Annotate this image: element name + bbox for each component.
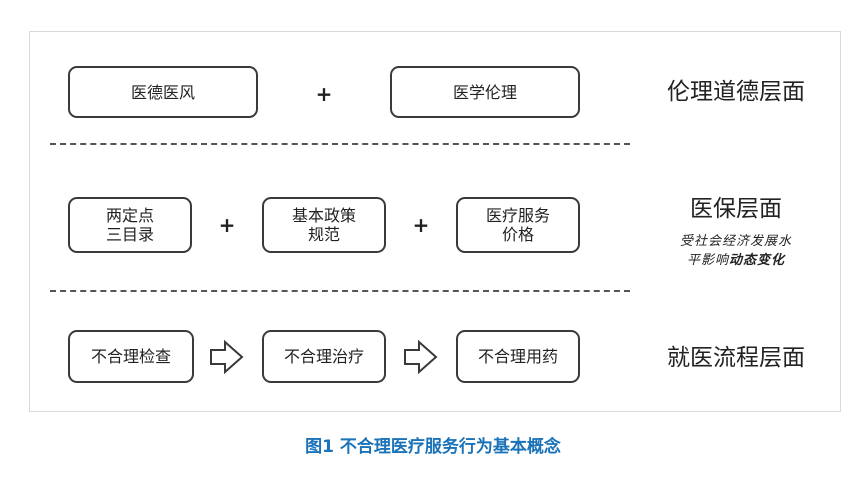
hollow-right-arrow-icon bbox=[210, 339, 244, 375]
box-label: 医德医风 bbox=[130, 82, 195, 102]
box-unreasonable-treatment: 不合理治疗 bbox=[262, 330, 386, 383]
box-label: 医学伦理 bbox=[452, 82, 517, 102]
box-medical-ethics-style: 医德医风 bbox=[68, 66, 258, 118]
box-medical-ethics: 医学伦理 bbox=[390, 66, 580, 118]
box-basic-policy-norms: 基本政策 规范 bbox=[262, 197, 386, 253]
note-line2-normal: 平影响 bbox=[686, 253, 729, 268]
insurance-note: 受社会经济发展水 平影响动态变化 bbox=[648, 232, 824, 270]
layer-label-process: 就医流程层面 bbox=[667, 345, 805, 371]
figure-caption: 图1 不合理医疗服务行为基本概念 bbox=[305, 437, 561, 457]
box-unreasonable-examination: 不合理检查 bbox=[68, 330, 194, 383]
box-label: 不合理治疗 bbox=[283, 347, 364, 366]
box-label-line1: 基本政策 bbox=[291, 206, 356, 225]
divider-dashed-line bbox=[50, 143, 630, 145]
box-label-line2: 规范 bbox=[307, 225, 340, 244]
box-medical-service-price: 医疗服务 价格 bbox=[456, 197, 580, 253]
note-line1: 受社会经济发展水 bbox=[679, 234, 792, 249]
plus-operator: + bbox=[218, 213, 236, 237]
layer-label-insurance: 医保层面 bbox=[690, 196, 782, 222]
box-label: 不合理检查 bbox=[90, 347, 171, 366]
box-label-line1: 医疗服务 bbox=[485, 206, 550, 225]
box-unreasonable-medication: 不合理用药 bbox=[456, 330, 580, 383]
box-label-line2: 价格 bbox=[501, 225, 534, 244]
plus-operator: + bbox=[315, 82, 333, 106]
hollow-right-arrow-icon bbox=[404, 339, 438, 375]
box-label-line1: 两定点 bbox=[105, 206, 154, 225]
box-label: 不合理用药 bbox=[477, 347, 558, 366]
plus-operator: + bbox=[412, 213, 430, 237]
box-label-line2: 三目录 bbox=[105, 225, 154, 244]
diagram-frame bbox=[29, 31, 841, 412]
note-line2: 平影响动态变化 bbox=[648, 251, 824, 270]
layer-label-ethics: 伦理道德层面 bbox=[667, 79, 805, 105]
divider-dashed-line bbox=[50, 290, 630, 292]
note-line2-bold: 动态变化 bbox=[729, 253, 786, 268]
box-two-points-three-catalogs: 两定点 三目录 bbox=[68, 197, 192, 253]
